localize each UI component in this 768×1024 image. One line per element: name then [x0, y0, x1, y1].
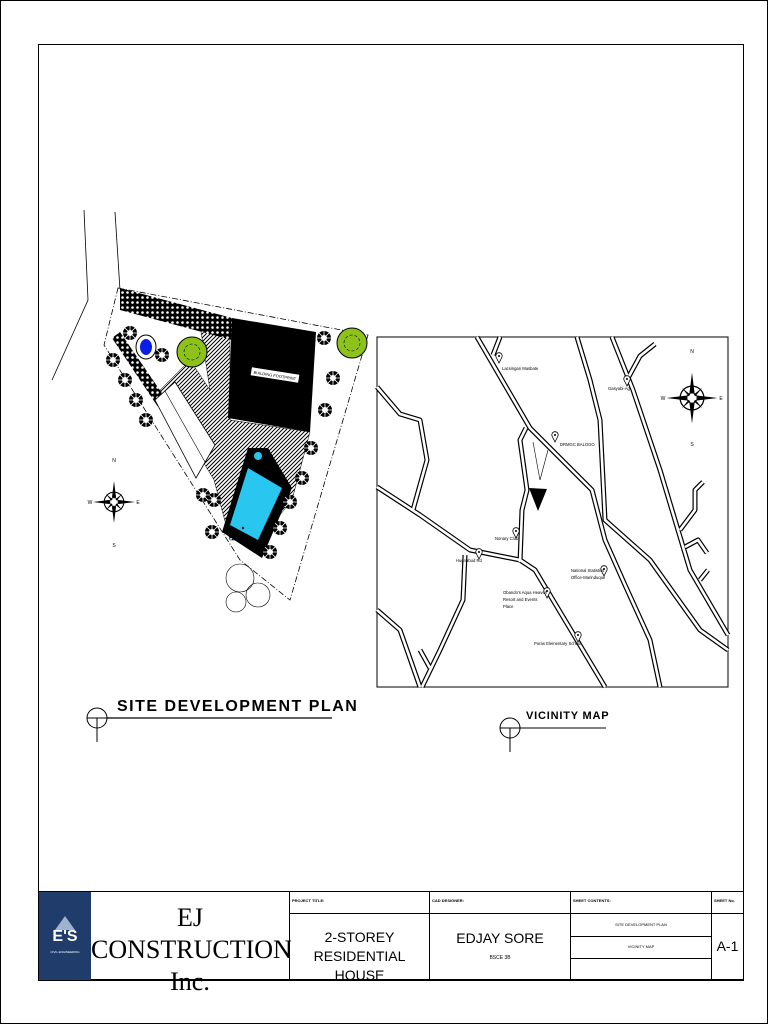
place-label: Gasyabi-Ag: [608, 386, 631, 391]
project-title: 2-STOREY RESIDENTIAL HOUSE: [290, 928, 429, 985]
title-block: E'S CIVIL ENGINEERING EJ CONSTRUCTION In…: [38, 891, 744, 996]
company-name-line1: EJ CONSTRUCTION: [91, 903, 292, 964]
fountain: [135, 334, 157, 360]
roof-ridge: [164, 390, 206, 463]
sheet-content-item: VICINITY MAP: [627, 944, 655, 949]
place-label: Nonary Club: [495, 536, 519, 541]
company-logo: E'S CIVIL ENGINEERING: [39, 892, 91, 980]
road-edge: [51, 209, 89, 381]
site-pointer: [532, 441, 549, 481]
company-name-line2: Inc.: [170, 967, 210, 996]
sheet-number-cell: SHEET No. A-1: [711, 892, 743, 980]
compass-e: E: [136, 500, 140, 506]
compass-w: W: [661, 396, 666, 402]
company-name: EJ CONSTRUCTION Inc.: [91, 892, 292, 996]
sheet-number: A-1: [716, 938, 739, 954]
map-compass-icon: N S E W: [661, 349, 724, 448]
compass-e: E: [719, 396, 723, 402]
building-footprint-label: BUILDING FOOTPRINT: [253, 370, 297, 382]
project-title-cell: PROJECT TITLE: 2-STOREY RESIDENTIAL HOUS…: [289, 892, 429, 983]
place-label: Hugnabud Rd: [456, 558, 483, 563]
swimming-pool: [222, 448, 292, 558]
place-label: DRMGC BALOGO: [560, 442, 595, 447]
project-title-line2: HOUSE: [334, 967, 385, 983]
tree: [336, 327, 368, 359]
sheet-content-item: SITE DEVELOPMENT PLAN: [615, 922, 667, 927]
compass-s: S: [112, 543, 116, 549]
logo-text: E'S: [52, 928, 78, 945]
roads: [375, 335, 731, 689]
gazebo-roof: [154, 381, 216, 479]
place-label: Place: [503, 604, 514, 609]
vicinity-map: Lacsingan Masbate DRMGC BALOGO Gasyabi-A…: [375, 335, 731, 752]
designer-course: BSCE 3B: [489, 955, 511, 961]
place-label: National Statistics: [571, 568, 604, 573]
vicinity-map-title: VICINITY MAP: [526, 710, 609, 722]
site-compass-icon: N S E W: [88, 458, 141, 549]
road-edge: [114, 211, 121, 291]
site-plan-title: SITE DEVELOPMENT PLAN: [117, 698, 358, 715]
fence-walkway-side: [112, 332, 168, 410]
project-title-line1: 2-STOREY RESIDENTIAL: [313, 929, 406, 964]
tree: [176, 336, 208, 368]
site-location-marker: [529, 488, 547, 511]
drawing-border: [38, 44, 744, 981]
logo-roof-icon: [55, 916, 75, 930]
vicinity-map-frame: [376, 336, 729, 688]
compass-w: W: [88, 500, 93, 506]
compass-n: N: [112, 458, 116, 464]
place-label: Office-Marinduque: [571, 575, 606, 580]
fence-walkway: [120, 288, 232, 340]
cad-designer-name: EDJAY SORE: [456, 930, 544, 946]
sheet-contents-label: SHEET CONTENTS:: [573, 898, 611, 903]
sheet-contents-cell: SHEET CONTENTS: SITE DEVELOPMENT PLAN VI…: [570, 892, 711, 980]
place-label: Resort and Events: [503, 597, 537, 602]
place-label: Lacsingan Masbate: [502, 366, 539, 371]
logo-subtext: CIVIL ENGINEERING: [50, 950, 80, 954]
outline-trees: [225, 563, 271, 613]
compass-n: N: [690, 349, 694, 355]
cad-designer-label: CAD DESIGNER:: [432, 898, 465, 903]
cad-designer-cell: CAD DESIGNER: EDJAY SORE BSCE 3B: [429, 892, 570, 980]
sheet-number-label: SHEET No.: [714, 898, 735, 903]
site-development-plan: BUILDING FOOTPRINT: [51, 209, 369, 742]
place-label: Obando's Aqua Heaven: [503, 590, 548, 595]
project-title-label: PROJECT TITLE:: [292, 898, 325, 903]
compass-s: S: [690, 442, 694, 448]
place-label: Poras Elementary School: [534, 641, 581, 646]
